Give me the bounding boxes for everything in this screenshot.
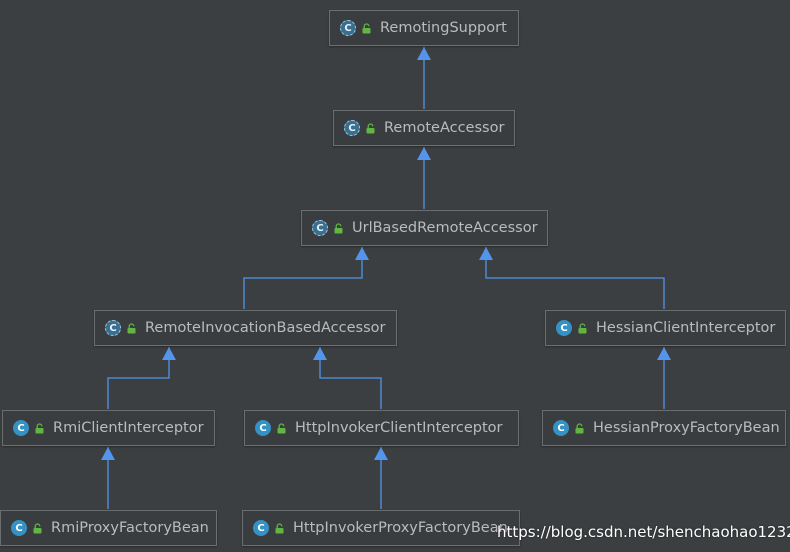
class-icon: C bbox=[553, 420, 569, 436]
edge-rmi-client-to-remote-invocation bbox=[107, 347, 170, 409]
arrow-head bbox=[374, 447, 388, 460]
abstract-class-icon: C bbox=[340, 20, 356, 36]
class-icon: C bbox=[11, 520, 27, 536]
arrow-head bbox=[657, 347, 671, 360]
public-lock-icon bbox=[277, 422, 286, 433]
edge-remote-invocation-to-url-based bbox=[243, 247, 363, 309]
arrow-head bbox=[313, 347, 327, 360]
class-node-remote-invocation-based-accessor[interactable]: C RemoteInvocationBasedAccessor bbox=[94, 310, 397, 346]
edge-hessian-client-to-url-based bbox=[485, 247, 665, 309]
class-name: HttpInvokerClientInterceptor bbox=[295, 420, 503, 436]
public-lock-icon bbox=[366, 122, 375, 133]
arrow-head bbox=[417, 147, 431, 160]
class-icon: C bbox=[13, 420, 29, 436]
class-node-hessian-client-interceptor[interactable]: C HessianClientInterceptor bbox=[545, 310, 786, 346]
class-icon: C bbox=[556, 320, 572, 336]
class-icon: C bbox=[255, 420, 271, 436]
arrow-head bbox=[479, 247, 493, 260]
arrow-head bbox=[101, 447, 115, 460]
class-name: RemoteInvocationBasedAccessor bbox=[145, 320, 386, 336]
abstract-class-icon: C bbox=[344, 120, 360, 136]
arrow-head bbox=[355, 247, 369, 260]
class-name: HessianClientInterceptor bbox=[596, 320, 776, 336]
public-lock-icon bbox=[33, 522, 42, 533]
public-lock-icon bbox=[362, 22, 371, 33]
class-node-hessian-proxy-factory-bean[interactable]: C HessianProxyFactoryBean bbox=[542, 410, 786, 446]
arrow-head bbox=[162, 347, 176, 360]
class-name: HttpInvokerProxyFactoryBean bbox=[293, 520, 508, 536]
class-node-remoting-support[interactable]: C RemotingSupport bbox=[329, 10, 519, 46]
class-name: UrlBasedRemoteAccessor bbox=[352, 220, 538, 236]
arrow-head bbox=[417, 47, 431, 60]
public-lock-icon bbox=[578, 322, 587, 333]
class-name: RmiProxyFactoryBean bbox=[51, 520, 209, 536]
class-node-remote-accessor[interactable]: C RemoteAccessor bbox=[333, 110, 515, 146]
class-node-http-invoker-client-interceptor[interactable]: C HttpInvokerClientInterceptor bbox=[244, 410, 519, 446]
class-name: RemotingSupport bbox=[380, 20, 507, 36]
class-icon: C bbox=[253, 520, 269, 536]
public-lock-icon bbox=[334, 222, 343, 233]
class-name: RemoteAccessor bbox=[384, 120, 505, 136]
class-node-rmi-proxy-factory-bean[interactable]: C RmiProxyFactoryBean bbox=[0, 510, 217, 546]
public-lock-icon bbox=[35, 422, 44, 433]
class-node-rmi-client-interceptor[interactable]: C RmiClientInterceptor bbox=[2, 410, 215, 446]
class-node-http-invoker-proxy-factory-bean[interactable]: C HttpInvokerProxyFactoryBean bbox=[242, 510, 520, 546]
class-name: HessianProxyFactoryBean bbox=[593, 420, 780, 436]
abstract-class-icon: C bbox=[312, 220, 328, 236]
source-watermark: https://blog.csdn.net/shenchaohao12321 bbox=[497, 523, 790, 541]
public-lock-icon bbox=[575, 422, 584, 433]
public-lock-icon bbox=[127, 322, 136, 333]
abstract-class-icon: C bbox=[105, 320, 121, 336]
class-node-url-based-remote-accessor[interactable]: C UrlBasedRemoteAccessor bbox=[301, 210, 548, 246]
class-name: RmiClientInterceptor bbox=[53, 420, 204, 436]
edge-http-client-to-remote-invocation bbox=[319, 347, 382, 409]
public-lock-icon bbox=[275, 522, 284, 533]
